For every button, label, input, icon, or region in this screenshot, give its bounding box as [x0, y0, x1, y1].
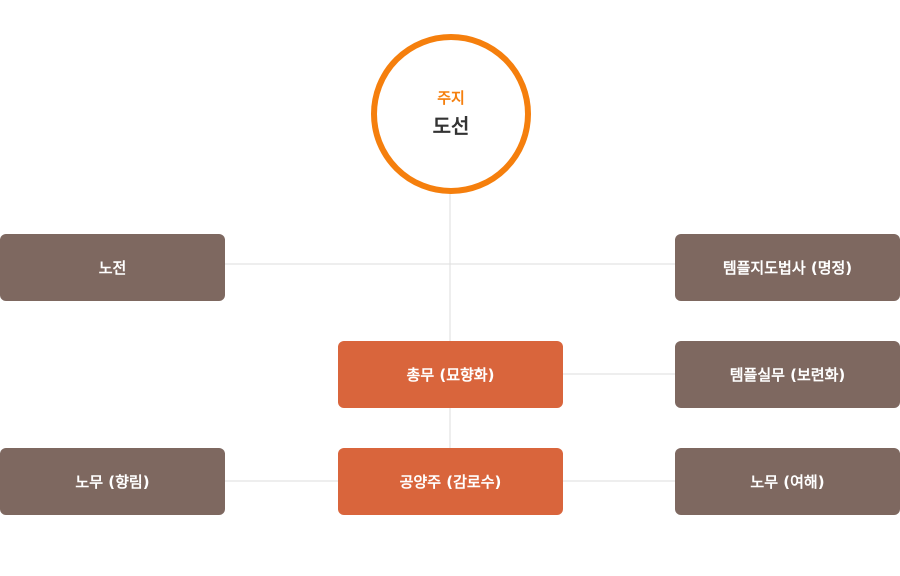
node-center-bottom: 공양주 (감로수): [338, 448, 563, 515]
head-name: 도선: [432, 114, 470, 138]
node-right-top: 템플지도법사 (명정): [675, 234, 900, 301]
node-left-top: 노전: [0, 234, 225, 301]
head-role: 주지: [437, 89, 465, 107]
head-node: 주지 도선: [371, 34, 531, 194]
node-right-bottom: 노무 (여해): [675, 448, 900, 515]
node-left-bottom: 노무 (향림): [0, 448, 225, 515]
node-center-mid: 총무 (묘향화): [338, 341, 563, 408]
node-right-mid: 템플실무 (보련화): [675, 341, 900, 408]
